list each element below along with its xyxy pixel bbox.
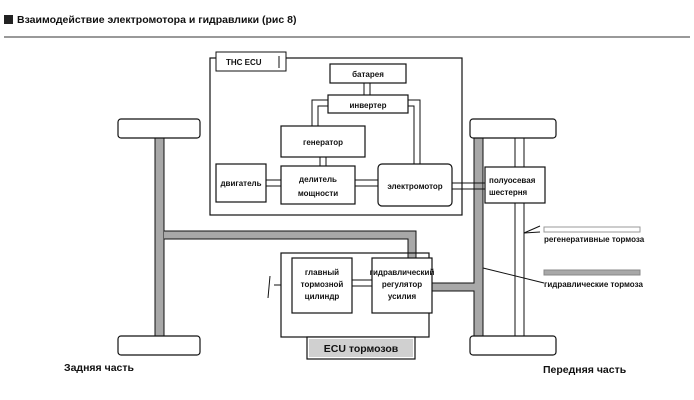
master-cylinder-label-1: главный bbox=[305, 268, 339, 277]
regen-legend-label: регенеративные тормоза bbox=[544, 235, 645, 244]
regen-legend-pointer bbox=[523, 225, 541, 234]
inverter-motor-wire-a bbox=[408, 99, 421, 164]
ths-ecu-tag bbox=[215, 51, 287, 72]
brake-pedal-icon bbox=[267, 275, 271, 299]
ths-ecu-label: THC ECU bbox=[226, 58, 262, 67]
regen-legend-pointer-b bbox=[523, 231, 541, 234]
hydraulic-legend-pointer bbox=[482, 267, 545, 284]
hydraulic-regulator-label-1: гидравлический bbox=[370, 268, 435, 277]
battery-label: батарея bbox=[352, 70, 384, 79]
master-cylinder-label-3: цилиндр bbox=[305, 292, 340, 301]
differential-gear-label-2: шестерня bbox=[489, 188, 528, 197]
front-hydraulic-line bbox=[473, 137, 484, 337]
engine-block bbox=[215, 163, 267, 203]
electric-motor-label: электромотор bbox=[387, 182, 442, 191]
front-left-wheel bbox=[469, 118, 557, 139]
brake-ecu-shade bbox=[309, 339, 413, 357]
hydraulic-pipe-rear bbox=[164, 231, 416, 258]
title-bullet-icon bbox=[4, 15, 13, 24]
generator-block bbox=[280, 125, 366, 158]
brake-ecu-label: ECU тормозов bbox=[324, 343, 399, 355]
front-label: Передняя часть bbox=[543, 364, 627, 376]
engine-label: двигатель bbox=[220, 179, 261, 188]
hydraulic-regulator-block bbox=[371, 257, 433, 314]
hydraulic-regulator-label-2: регулятор bbox=[382, 280, 422, 289]
regen-legend-swatch bbox=[543, 226, 641, 233]
power-splitter-label-2: мощности bbox=[298, 189, 338, 198]
master-cylinder-label-2: тормозной bbox=[301, 280, 344, 289]
rear-axle bbox=[154, 137, 165, 339]
power-splitter-label-1: делитель bbox=[299, 175, 337, 184]
generator-label: генератор bbox=[303, 138, 343, 147]
inverter-block bbox=[327, 94, 409, 114]
electric-motor-block bbox=[377, 163, 453, 207]
power-splitter-block bbox=[280, 165, 356, 205]
front-right-wheel bbox=[469, 335, 557, 356]
inverter-motor-wire-b bbox=[408, 105, 415, 164]
diagram-title: Взаимодействие электромотора и гидравлик… bbox=[4, 14, 296, 26]
rear-left-wheel bbox=[117, 118, 201, 139]
rear-label: Задняя часть bbox=[64, 362, 135, 374]
differential-gear-label-1: полуосевая bbox=[489, 176, 536, 185]
battery-block bbox=[329, 63, 407, 84]
inverter-gen-wire-b bbox=[317, 105, 328, 126]
hydraulic-legend-swatch bbox=[543, 269, 641, 276]
ths-ecu-enclosure bbox=[209, 57, 463, 216]
inverter-gen-wire-a bbox=[311, 99, 328, 126]
hydraulic-regulator-label-3: усилия bbox=[388, 292, 417, 301]
hydraulic-legend-label: гидравлические тормоза bbox=[544, 280, 643, 289]
inverter-label: инвертер bbox=[349, 101, 386, 110]
differential-gear-block bbox=[484, 166, 546, 204]
rear-right-wheel bbox=[117, 335, 201, 356]
diagram-title-text: Взаимодействие электромотора и гидравлик… bbox=[17, 14, 297, 26]
